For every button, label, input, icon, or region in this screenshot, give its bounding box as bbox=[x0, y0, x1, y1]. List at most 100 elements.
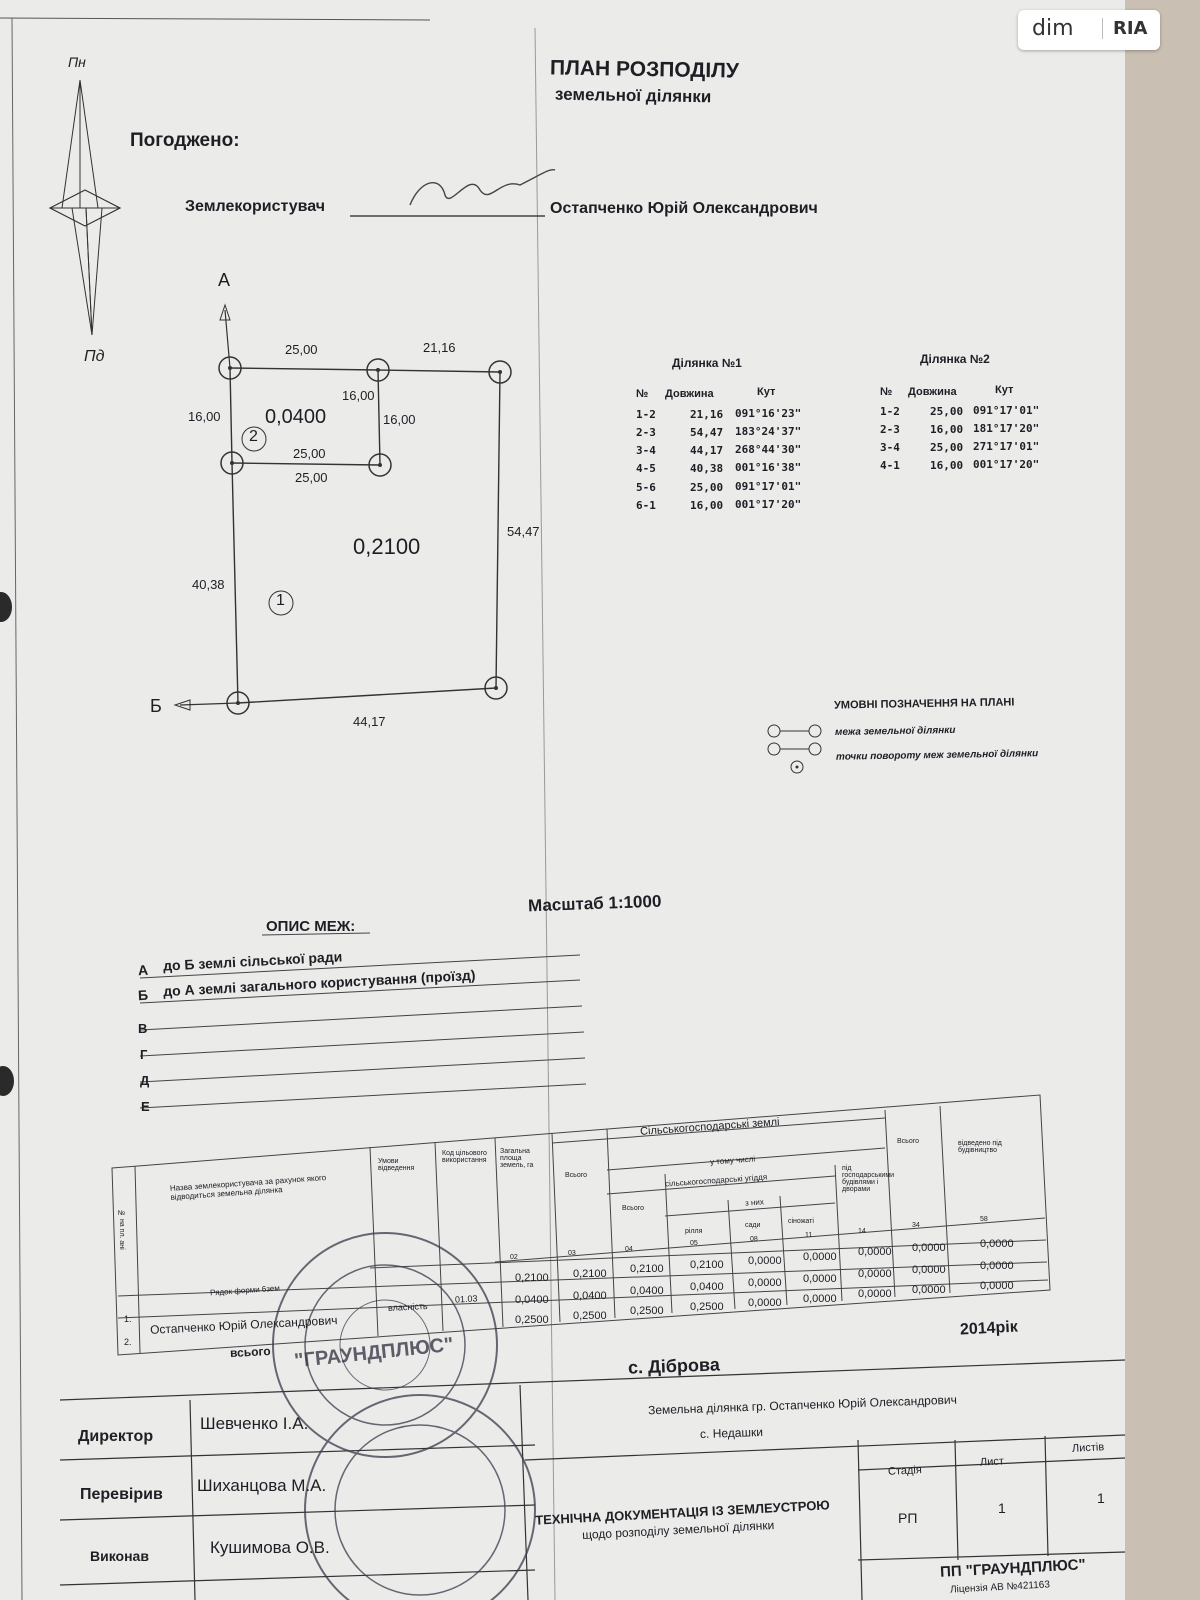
table-cell: 44,17 bbox=[690, 444, 724, 457]
point-a-label: А bbox=[218, 270, 231, 290]
boundary-letter: Г bbox=[140, 1047, 148, 1062]
land-table-cell: 0,0400 bbox=[515, 1294, 549, 1306]
approval-name: Остапченко Юрій Олександрович bbox=[550, 200, 818, 217]
table-cell: 181°17'20" bbox=[973, 422, 1040, 435]
table-cell: 4-1 bbox=[880, 459, 900, 472]
turn-points bbox=[218, 356, 512, 715]
village-label: с. Діброва bbox=[627, 1354, 721, 1378]
table-cell: 271°17'01" bbox=[973, 440, 1040, 453]
sheet-header: Лист bbox=[979, 1455, 1005, 1469]
land-header: Умови відведення bbox=[378, 1158, 415, 1172]
parcel2-header: Довжина bbox=[908, 386, 957, 398]
land-condition: власність bbox=[387, 1300, 428, 1314]
land-header: відведено під будівництво bbox=[958, 1140, 1002, 1154]
land-table-cell: 0,2100 bbox=[630, 1263, 664, 1276]
table-cell: 3-4 bbox=[880, 441, 900, 454]
table-cell: 16,00 bbox=[690, 499, 724, 512]
boundary-letter: Е bbox=[141, 1099, 150, 1114]
year-label: 2014рік bbox=[959, 1318, 1019, 1339]
parcel1-title: Ділянка №1 bbox=[672, 356, 742, 370]
land-table-grid bbox=[111, 1094, 1051, 1356]
parcel1-header: № bbox=[636, 388, 649, 400]
land-table-cell: 0,0000 bbox=[748, 1296, 782, 1309]
table-cell: 16,00 bbox=[930, 423, 964, 436]
land-header: Всього bbox=[897, 1138, 920, 1145]
land-table-cell: 0,2100 bbox=[573, 1267, 607, 1280]
land-table-cell: 0,0400 bbox=[630, 1285, 664, 1298]
parcel1-header: Кут bbox=[757, 386, 776, 398]
point-b-label: Б bbox=[150, 696, 162, 716]
land-col-num: 11 bbox=[805, 1232, 813, 1239]
boundary-letter: А bbox=[137, 961, 149, 979]
compass-south-label: Пд bbox=[84, 348, 105, 365]
table-cell: 1-2 bbox=[636, 408, 656, 421]
role-label: Директор bbox=[78, 1428, 154, 1445]
land-header: сади bbox=[745, 1222, 761, 1229]
table-cell: 091°16'23" bbox=[735, 407, 802, 420]
land-table-cell: 0,0000 bbox=[858, 1288, 892, 1301]
land-table-cell: 0,0000 bbox=[748, 1276, 782, 1289]
land-col-num: 14 bbox=[858, 1228, 866, 1235]
drawing-lines bbox=[0, 17, 1125, 1600]
land-col-num: 04 bbox=[625, 1246, 633, 1253]
land-table-cell: 0,2100 bbox=[515, 1272, 549, 1284]
land-total-label: всього bbox=[229, 1343, 271, 1361]
land-code: 01.03 bbox=[454, 1293, 478, 1305]
dim-label: 21,16 bbox=[423, 340, 456, 355]
land-col-num: 08 bbox=[750, 1236, 758, 1243]
land-table-cell: 0,0000 bbox=[858, 1268, 892, 1281]
dim-label: 25,00 bbox=[295, 470, 328, 485]
land-col-num: 05 bbox=[690, 1240, 698, 1247]
compass-icon bbox=[48, 79, 122, 336]
land-table-cell: 0,0000 bbox=[803, 1250, 837, 1263]
land-header: Загальна площа земель, га bbox=[500, 1148, 534, 1169]
land-row-num: 2. bbox=[124, 1337, 132, 1347]
dim-label: 16,00 bbox=[188, 409, 221, 424]
land-table-cell: 0,0000 bbox=[748, 1254, 782, 1267]
dim-label: 25,00 bbox=[293, 446, 326, 461]
role-name: Кушимова О.В. bbox=[210, 1538, 330, 1557]
land-table-cell: 0,0000 bbox=[912, 1241, 946, 1254]
land-table-cell: 0,2500 bbox=[630, 1305, 664, 1318]
page-title: ПЛАН РОЗПОДІЛУ bbox=[549, 56, 740, 83]
role-name: Шевченко І.А. bbox=[200, 1414, 309, 1433]
parcel-1-number: 1 bbox=[276, 592, 285, 609]
land-header: сіножаті bbox=[788, 1218, 814, 1225]
dim-label: 25,00 bbox=[285, 342, 318, 357]
land-header: рілля bbox=[685, 1228, 703, 1235]
watermark-partner: RIA bbox=[1102, 18, 1148, 39]
land-table-cell: 0,2500 bbox=[515, 1314, 549, 1326]
land-sub-header: з них bbox=[744, 1197, 765, 1208]
stage-header: Стадія bbox=[887, 1464, 923, 1478]
table-cell: 091°17'01" bbox=[735, 480, 802, 493]
sheets-value: 1 bbox=[1097, 1490, 1105, 1506]
land-header: Код цільового використання bbox=[442, 1150, 487, 1164]
land-header: під господарськими будівлями і дворами bbox=[842, 1165, 895, 1193]
role-label: Виконав bbox=[90, 1548, 149, 1564]
land-col-num: 34 bbox=[912, 1222, 920, 1229]
approval-heading: Погоджено: bbox=[130, 130, 240, 151]
table-cell: 54,47 bbox=[690, 426, 724, 439]
title-block-grid bbox=[59, 1359, 1125, 1600]
document-page: ПЛАН РОЗПОДІЛУ земельної ділянки Пн Пд П… bbox=[0, 0, 1125, 1600]
table-cell: 25,00 bbox=[690, 481, 724, 494]
role-name: Шиханцова М.А. bbox=[197, 1476, 327, 1495]
land-table-cell: 0,0000 bbox=[912, 1283, 946, 1296]
land-col-num: 03 bbox=[568, 1250, 576, 1257]
table-cell: 5-6 bbox=[636, 481, 656, 494]
boundaries-title: ОПИС МЕЖ: bbox=[266, 918, 356, 935]
land-header: № на пл. ані bbox=[118, 1210, 125, 1250]
role-label: Перевірив bbox=[80, 1486, 163, 1503]
table-cell: 40,38 bbox=[690, 462, 724, 475]
land-header: Всього bbox=[565, 1172, 588, 1179]
table-cell: 25,00 bbox=[930, 441, 964, 454]
dim-label: 44,17 bbox=[353, 714, 386, 729]
land-header: Всього bbox=[622, 1205, 645, 1212]
land-table-cell: 0,0400 bbox=[690, 1281, 724, 1294]
land-table-cell: 0,0000 bbox=[980, 1237, 1014, 1250]
land-col-num: 02 bbox=[510, 1254, 518, 1261]
area-parcel-2: 0,0400 bbox=[265, 406, 327, 428]
sheets-header: Листів bbox=[1071, 1441, 1105, 1455]
table-cell: 091°17'01" bbox=[973, 404, 1040, 417]
parcel1-header: Довжина bbox=[665, 388, 714, 400]
